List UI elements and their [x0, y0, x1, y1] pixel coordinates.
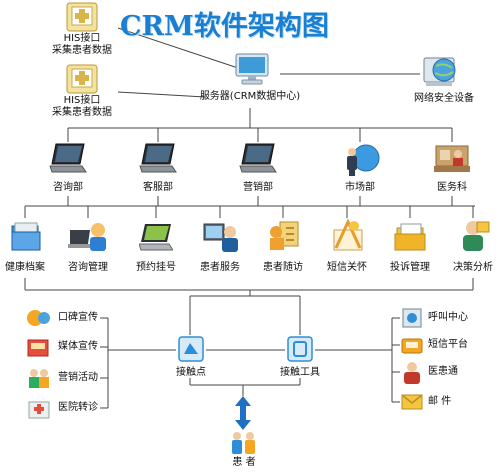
bidirectional-arrow-icon	[235, 396, 251, 430]
diagram-title: CRM软件架构图	[120, 11, 329, 42]
email-icon	[401, 394, 423, 410]
security-label: 网络安全设备	[414, 93, 474, 104]
doctor-patient-icon	[404, 362, 420, 384]
function-label: 决策分析	[453, 262, 493, 273]
sms-care-icon	[333, 218, 363, 251]
patient-followup-icon	[270, 221, 299, 250]
department-label: 营销部	[243, 182, 273, 193]
market-presenter-icon	[347, 144, 380, 176]
consult-manager-icon	[68, 223, 106, 251]
channel-label: 口碑宣传	[58, 312, 98, 323]
laptop-icon	[49, 143, 87, 173]
his-label-line2: 采集患者数据	[52, 45, 112, 56]
network-security-icon	[423, 57, 456, 86]
marketing-event-icon	[29, 369, 49, 388]
channel-label: 呼叫中心	[428, 312, 468, 323]
department-label: 市场部	[345, 182, 375, 193]
patient-label: 患 者	[232, 457, 256, 468]
function-label: 患者随访	[263, 262, 303, 273]
function-label: 投诉管理	[390, 262, 430, 273]
function-label: 咨询管理	[68, 262, 108, 273]
function-label: 短信关怀	[327, 262, 367, 273]
complaint-folder-icon	[394, 223, 426, 251]
contact-tool-icon	[287, 336, 313, 362]
his-interface-icon	[66, 2, 98, 32]
department-label: 咨询部	[53, 182, 83, 193]
contact-point-label: 接触点	[176, 367, 206, 378]
channel-label: 媒体宣传	[58, 341, 98, 352]
medical-office-icon	[434, 145, 470, 172]
function-label: 患者服务	[200, 262, 240, 273]
appointment-laptop-icon	[139, 224, 173, 251]
media-promotion-icon	[27, 339, 49, 357]
hospital-referral-icon	[28, 401, 50, 419]
channel-label: 邮 件	[428, 396, 452, 407]
function-label: 健康档案	[5, 262, 45, 273]
patients-icon	[232, 432, 255, 454]
his-label-line2: 采集患者数据	[52, 107, 112, 118]
function-label: 预约挂号	[136, 262, 176, 273]
laptop-icon	[139, 143, 177, 173]
channel-label: 医患通	[428, 366, 458, 377]
his-label-line1: HIS接口	[63, 33, 101, 44]
his-interface-icon	[66, 64, 98, 94]
department-label: 客服部	[143, 182, 173, 193]
contact-tool-label: 接触工具	[280, 367, 320, 378]
touchpoint-icon	[178, 336, 204, 362]
laptop-icon	[239, 143, 277, 173]
decision-analysis-icon	[463, 221, 490, 251]
server-label: 服务器(CRM数据中心)	[199, 91, 301, 102]
word-of-mouth-icon	[27, 310, 50, 326]
his-label-line1: HIS接口	[63, 95, 101, 106]
call-center-icon	[402, 308, 422, 328]
department-label: 医务科	[437, 182, 467, 193]
channel-label: 短信平台	[428, 339, 468, 350]
server-computer-icon	[235, 53, 269, 85]
health-record-folder-icon	[11, 222, 41, 251]
channel-label: 医院转诊	[58, 402, 98, 413]
sms-platform-icon	[401, 338, 423, 354]
patient-service-icon	[203, 223, 238, 252]
channel-label: 营销活动	[58, 372, 98, 383]
